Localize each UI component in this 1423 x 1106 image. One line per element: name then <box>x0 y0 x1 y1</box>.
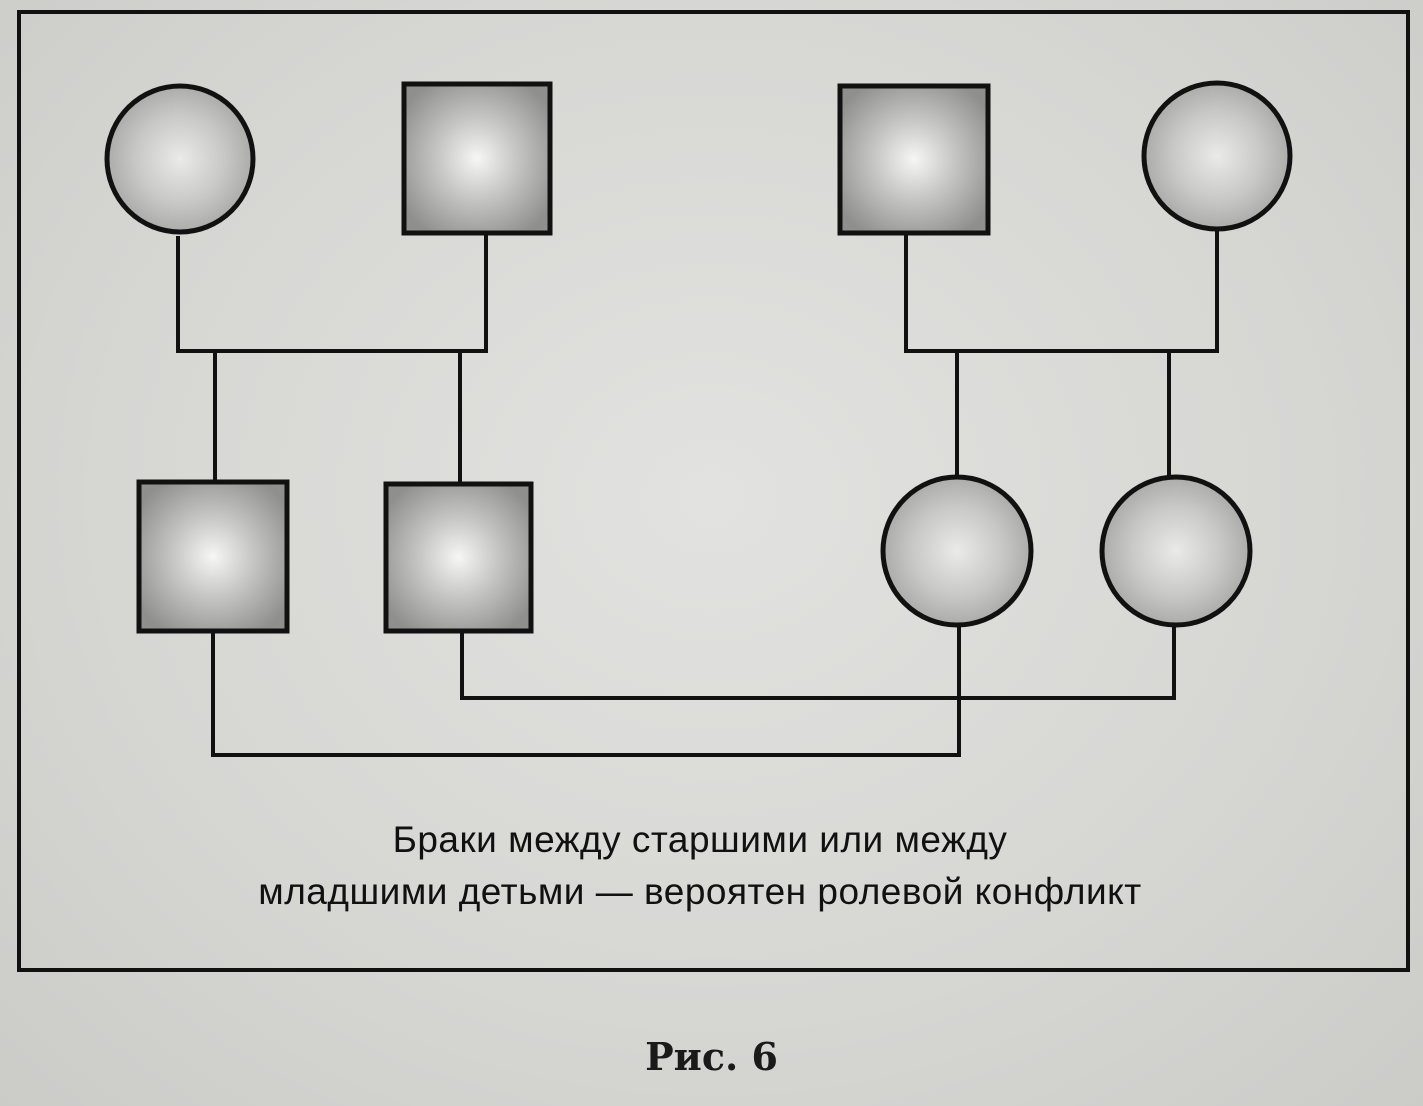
right-parents-connector <box>904 229 1219 353</box>
right-younger-daughter-circle <box>1099 474 1253 628</box>
left-mother-circle <box>104 83 256 235</box>
figure-label: Рис. 6 <box>645 1034 778 1079</box>
outer-frame <box>17 10 1410 972</box>
diagram-caption-line-1: Браки между старшими или между <box>392 819 1008 860</box>
diagram-caption-line-2: младшими детьми — вероятен ролевой конфл… <box>258 871 1142 912</box>
marriage-line-elder <box>211 625 961 757</box>
right-mother-circle <box>1141 80 1293 232</box>
left-younger-son-square <box>383 481 534 634</box>
left-parents-connector <box>176 233 488 353</box>
right-father-square <box>837 83 991 236</box>
left-elder-son-square <box>136 479 290 634</box>
marriage-line-younger <box>460 625 1176 700</box>
right-elder-daughter-circle <box>880 474 1034 628</box>
left-father-square <box>401 81 553 236</box>
